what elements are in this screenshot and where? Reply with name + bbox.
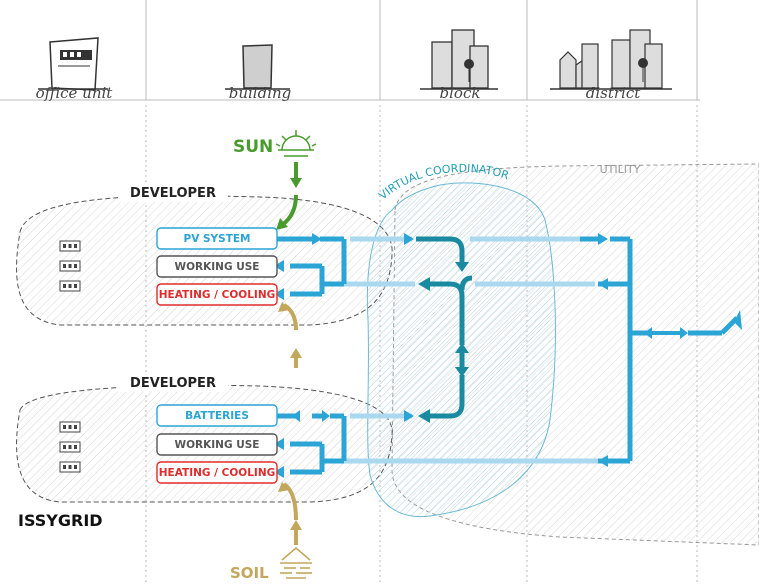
soil-label: SOIL [230, 564, 269, 582]
developer-label-bg-2 [118, 374, 228, 392]
office-unit-stack-1 [59, 240, 81, 292]
column-label-building: building [229, 84, 292, 102]
heating-cooling-label-1: HEATING / COOLING [159, 289, 275, 301]
system-box-heating-1: HEATING / COOLING [156, 283, 278, 306]
soil-flow-2 [278, 482, 302, 545]
office-unit-stack-2 [59, 421, 81, 473]
office-unit-icon [38, 37, 108, 91]
working-use-label-1: WORKING USE [175, 261, 260, 273]
building-icon [225, 44, 290, 90]
system-box-batteries: BATTERIES [156, 404, 278, 427]
column-label-office-unit: office unit [36, 84, 114, 102]
heating-cooling-label-2: HEATING / COOLING [159, 467, 275, 479]
soil-flow-1 [278, 302, 302, 368]
system-box-pv: PV SYSTEM [156, 227, 278, 250]
batteries-label: BATTERIES [185, 410, 249, 422]
column-grid [0, 0, 700, 584]
system-box-working-use-2: WORKING USE [156, 433, 278, 456]
coordinator-arrowheads [418, 262, 469, 423]
pv-system-label: PV SYSTEM [184, 233, 251, 245]
developer-label-bg-1 [118, 184, 228, 202]
system-box-heating-2: HEATING / COOLING [156, 461, 278, 484]
sun-icon [275, 130, 317, 157]
soil-icon [280, 546, 312, 579]
column-label-district: district [586, 84, 641, 102]
block-icon [420, 29, 498, 90]
column-label-block: block [440, 84, 481, 102]
sun-label: SUN [233, 137, 273, 157]
system-box-working-use-1: WORKING USE [156, 255, 278, 278]
utility-label: UTILITY [600, 163, 641, 176]
coordinator-flows [416, 236, 473, 419]
developer-label-2: DEVELOPER [130, 376, 216, 391]
sun-flow [276, 162, 302, 230]
working-use-label-2: WORKING USE [175, 439, 260, 451]
issygrid-brand: ISSYGRID [18, 511, 103, 530]
developer-label-1: DEVELOPER [130, 186, 216, 201]
district-icon [550, 29, 672, 90]
blue-arrowheads [274, 233, 742, 478]
